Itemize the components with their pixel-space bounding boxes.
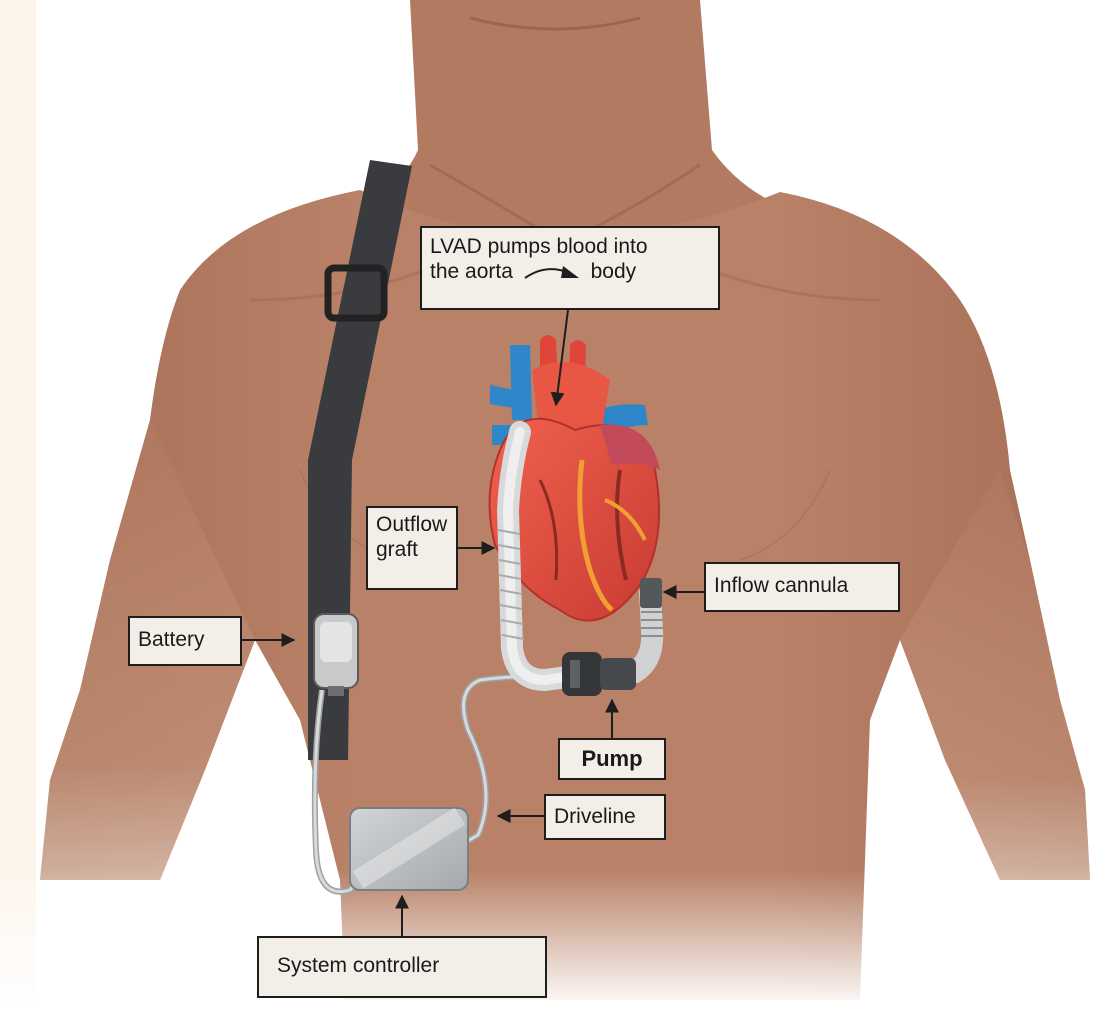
- lvad-text-aorta: the aorta: [430, 260, 513, 283]
- system-controller-icon: [350, 808, 468, 890]
- label-lvad-pumps: LVAD pumps blood into the aorta body: [420, 226, 720, 310]
- label-system-controller: System controller: [257, 936, 547, 998]
- outflow-text-line2: graft: [376, 537, 448, 562]
- left-panel: [0, 0, 36, 1010]
- label-battery: Battery: [128, 616, 242, 666]
- label-driveline: Driveline: [544, 794, 666, 840]
- label-outflow-graft: Outflow graft: [366, 506, 458, 590]
- curved-arrow-icon: [521, 262, 583, 282]
- lvad-text-line1: LVAD pumps blood into: [430, 234, 710, 259]
- outflow-text-line1: Outflow: [376, 512, 448, 537]
- pump-icon: [562, 652, 636, 696]
- battery-icon: [314, 614, 358, 696]
- label-pump: Pump: [558, 738, 666, 780]
- label-inflow-cannula: Inflow cannula: [704, 562, 900, 612]
- lvad-text-body: body: [591, 260, 637, 283]
